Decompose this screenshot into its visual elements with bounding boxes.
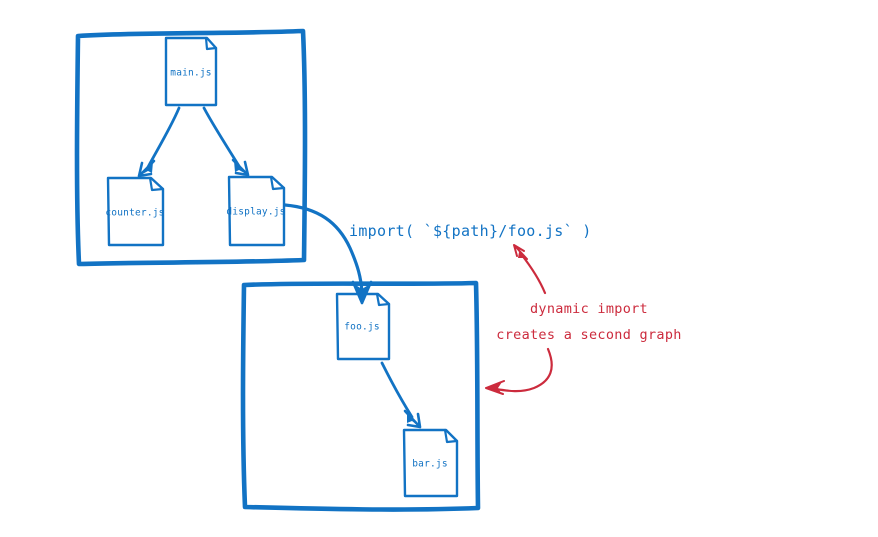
- file-node-foo-js[interactable]: foo.js: [335, 292, 391, 361]
- group-box-second-graph: [240, 280, 481, 512]
- group-box-main-graph: [74, 28, 308, 267]
- file-label-foo-js: foo.js: [344, 322, 380, 333]
- note-arrow-down-to-second-graph: [485, 347, 553, 395]
- note-line-2: creates a second graph: [496, 327, 681, 343]
- note-text-dynamic-import: dynamic import creates a second graph: [496, 301, 681, 343]
- arrow-main-to-counter: [137, 106, 181, 178]
- dynamic-import-call-label: import( `${path}/foo.js` ): [349, 222, 592, 240]
- file-label-counter-js: counter.js: [105, 208, 164, 219]
- file-node-bar-js[interactable]: bar.js: [402, 428, 459, 498]
- file-node-main-js[interactable]: main.js: [164, 36, 218, 107]
- arrow-main-to-display: [202, 106, 250, 177]
- file-label-bar-js: bar.js: [412, 459, 448, 470]
- file-label-display-js: display.js: [226, 207, 285, 218]
- file-node-counter-js[interactable]: counter.js: [105, 176, 164, 247]
- arrow-foo-to-bar: [380, 361, 422, 429]
- file-node-display-js[interactable]: display.js: [226, 175, 285, 247]
- file-label-main-js: main.js: [170, 68, 211, 79]
- note-line-1: dynamic import: [530, 301, 648, 317]
- note-arrow-up-to-import-call: [513, 244, 547, 295]
- arrow-display-to-foo-dynamic-import: [283, 203, 373, 305]
